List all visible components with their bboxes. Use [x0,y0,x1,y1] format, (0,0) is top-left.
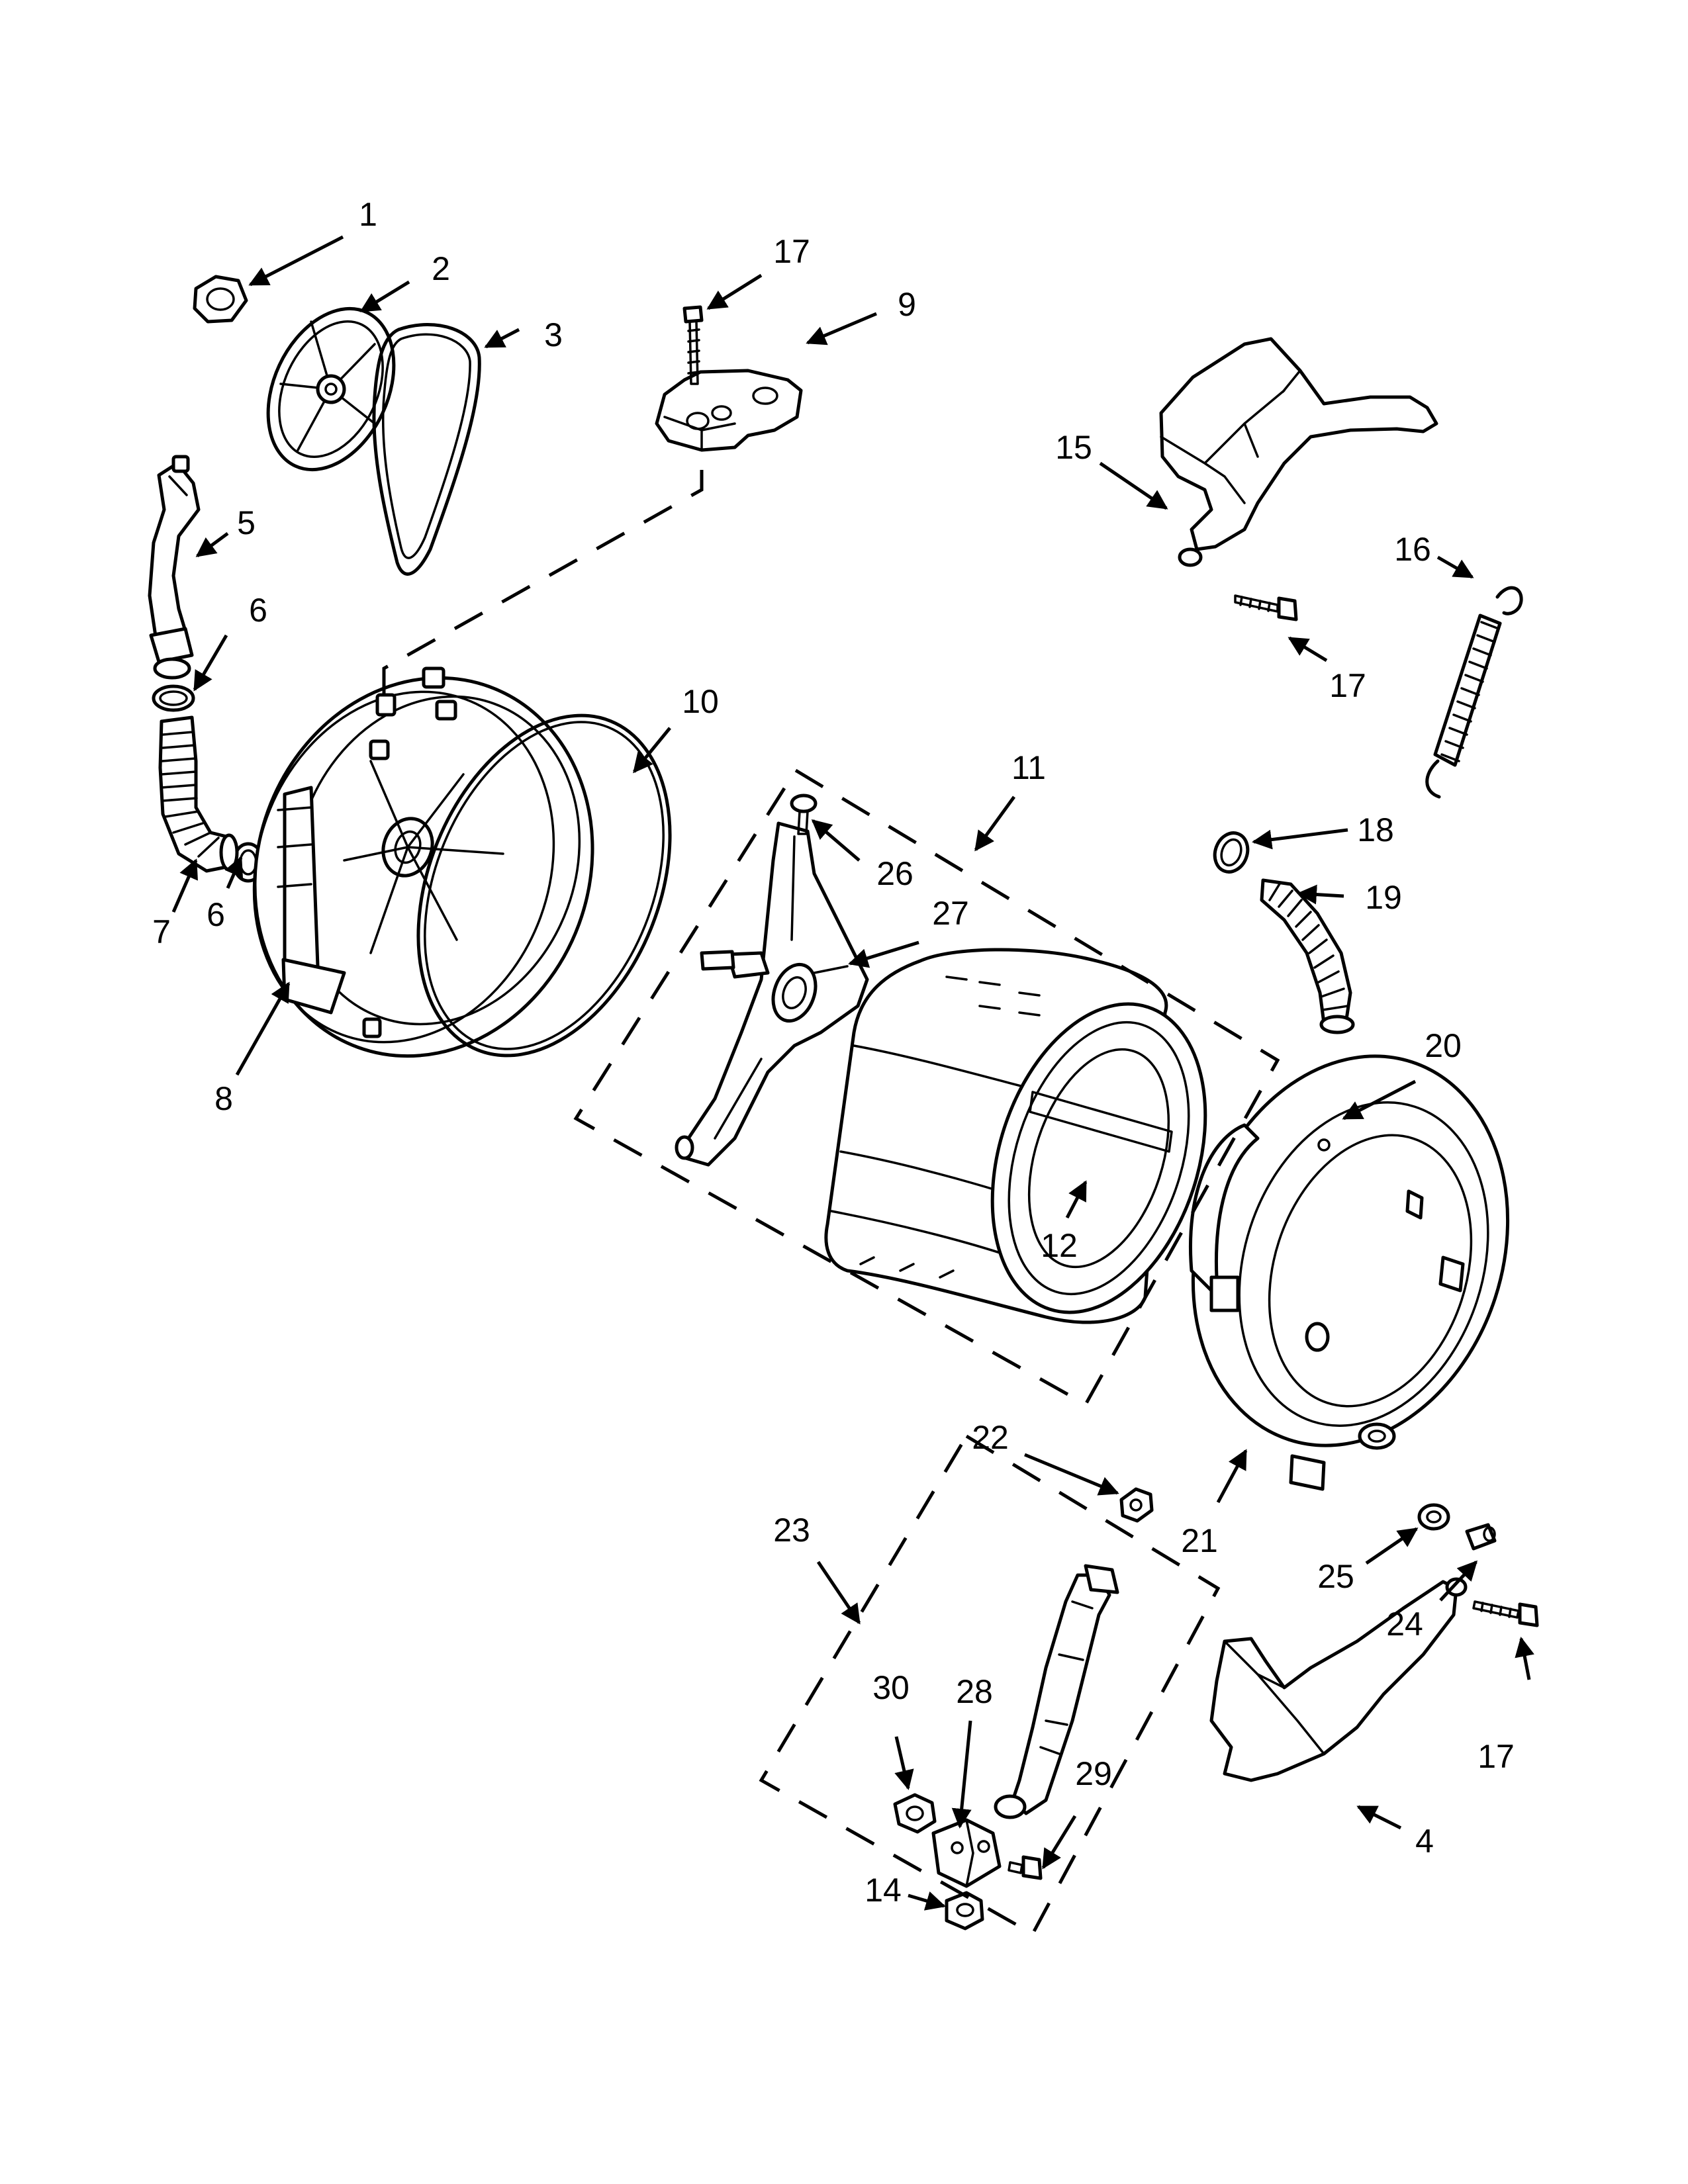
callout-30: 30 [872,1669,910,1706]
part-18-clamp [1213,831,1250,874]
part-3-drive-belt [372,323,481,576]
callout-5: 5 [237,504,256,541]
callout-26: 26 [876,855,914,892]
callout-12: 12 [1041,1227,1078,1264]
callout-27: 27 [932,895,969,932]
assembly-lines [382,470,1280,1936]
part-28-mount-bracket [931,1818,1002,1888]
part-24-plug [1465,1523,1497,1551]
part-19-bellows-hose [1260,878,1355,1034]
part-11-basket-drum [824,948,1207,1324]
callout-22: 22 [972,1419,1009,1456]
callout-11: 11 [1011,749,1046,786]
callout-1: 1 [359,196,377,233]
callout-labels: 1 2 3 4 5 6 6 7 8 9 10 11 12 14 15 16 17… [152,196,1515,1909]
part-10-tub-seal-ring [416,713,672,1058]
callout-3: 3 [544,316,563,353]
callout-4: 4 [1415,1823,1434,1860]
part-4-bottom-weight [1209,1577,1468,1782]
part-1-nut [193,275,248,324]
callout-29: 29 [1075,1755,1112,1792]
part-17-screw-lower [1472,1600,1539,1627]
callout-20: 20 [1425,1027,1462,1064]
part-17-screw-upper [682,305,704,385]
callout-17-middle: 17 [1329,667,1366,704]
part-27-spider [675,821,869,1167]
leader-arrows [171,235,1534,1911]
callout-25: 25 [1317,1558,1354,1595]
callout-14: 14 [865,1872,902,1909]
part-26-screw [790,794,818,835]
callout-7: 7 [152,913,171,950]
part-22-clip [1119,1487,1154,1523]
part-25-grommet [1417,1503,1450,1531]
part-8-rear-tub [252,666,594,1058]
callout-6-upper: 6 [249,592,267,629]
callout-18: 18 [1357,811,1394,848]
part-6-clamp-upper [152,684,195,712]
part-9-bracket [655,369,803,452]
part-2-pulley [266,306,396,472]
callout-15: 15 [1055,429,1092,466]
callout-17-upper: 17 [773,233,810,270]
callout-9: 9 [898,286,916,323]
callout-19: 19 [1365,879,1402,916]
part-16-spring [1425,586,1523,799]
part-21-front-tub [1188,1054,1510,1491]
callout-24: 24 [1386,1606,1423,1643]
part-28-damper [994,1564,1119,1819]
callout-16: 16 [1394,531,1431,568]
callout-17-lower: 17 [1477,1738,1515,1775]
part-30-nut [893,1793,937,1834]
part-29-screw [1008,1855,1043,1880]
part-7-corrugated-hose [158,715,239,873]
callout-23: 23 [773,1512,810,1549]
part-5-hose-fitting [148,455,201,680]
part-17-screw-middle [1234,594,1298,621]
callout-28: 28 [956,1673,993,1710]
callout-10: 10 [682,683,719,720]
part-14-nut [945,1891,984,1931]
callout-8: 8 [214,1080,233,1117]
callout-6-lower: 6 [207,896,225,933]
callout-21: 21 [1181,1522,1218,1559]
part-15-top-weight [1159,337,1438,567]
callout-2: 2 [432,250,450,287]
